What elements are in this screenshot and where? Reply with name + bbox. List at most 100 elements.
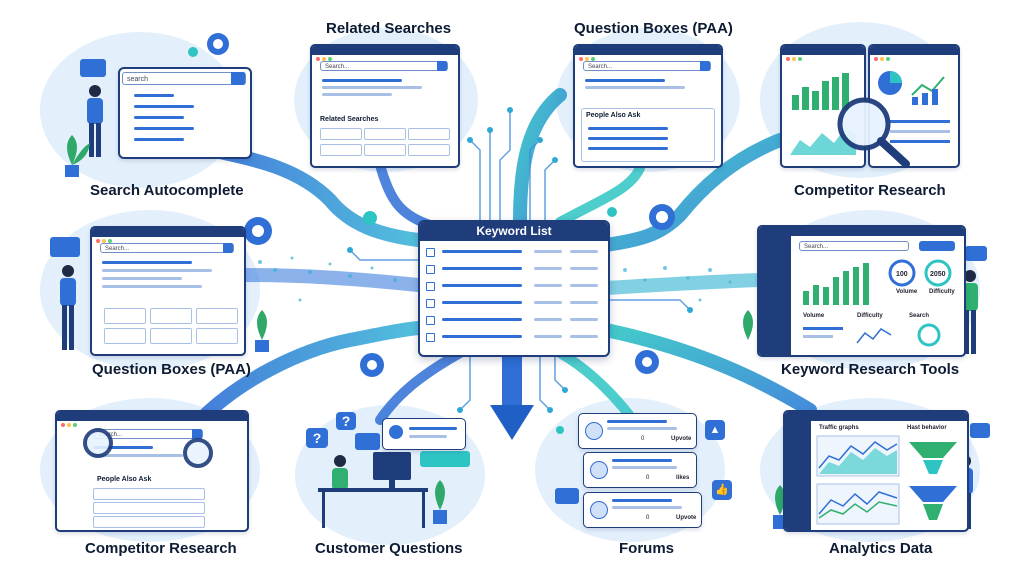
avatar bbox=[389, 425, 403, 439]
keyword-list-window: Keyword List bbox=[418, 220, 610, 357]
tools-search-button[interactable] bbox=[919, 241, 955, 251]
paa-question[interactable] bbox=[588, 137, 668, 140]
post-1-upvote[interactable]: Upvote bbox=[671, 436, 692, 442]
autocomplete-suggestion[interactable] bbox=[134, 116, 184, 119]
paa-question[interactable] bbox=[588, 147, 668, 150]
result-line bbox=[102, 285, 202, 288]
chat-line bbox=[409, 435, 447, 438]
question-boxes-left-window: Search... bbox=[90, 226, 246, 356]
analytics-window: Traffic graphs Hast behavior bbox=[783, 410, 969, 532]
paa-section-title: People Also Ask bbox=[586, 112, 641, 119]
paa-search-placeholder: Search... bbox=[588, 64, 613, 70]
paa-card[interactable] bbox=[196, 328, 238, 344]
paa-card[interactable] bbox=[150, 308, 192, 324]
paa-left-search-input[interactable]: Search... bbox=[100, 243, 234, 253]
chat-bubble-icons bbox=[50, 59, 990, 504]
competitor-paa-item[interactable] bbox=[93, 488, 205, 500]
flow-ribbons bbox=[193, 88, 817, 435]
result-line bbox=[585, 79, 665, 82]
analytics-data-label: Analytics Data bbox=[829, 540, 933, 557]
avatar bbox=[590, 461, 608, 479]
avatar bbox=[585, 422, 603, 440]
related-chip[interactable] bbox=[320, 128, 362, 140]
avatar bbox=[590, 501, 608, 519]
search-icon[interactable] bbox=[700, 61, 710, 71]
related-search-input[interactable]: Search... bbox=[320, 61, 448, 71]
competitor-research-bottom-label: Competitor Research bbox=[85, 540, 237, 557]
tools-sidebar bbox=[759, 236, 791, 355]
keyword-row[interactable] bbox=[426, 263, 602, 275]
result-line bbox=[102, 269, 212, 272]
autocomplete-suggestion[interactable] bbox=[134, 94, 174, 97]
autocomplete-suggestion[interactable] bbox=[134, 127, 194, 130]
post-line bbox=[612, 506, 682, 509]
gauge-1-label: Volume bbox=[896, 289, 918, 295]
competitor-paa-item[interactable] bbox=[93, 516, 205, 528]
keyword-row[interactable] bbox=[426, 314, 602, 326]
paa-search-input[interactable]: Search... bbox=[583, 61, 711, 71]
result-line bbox=[102, 277, 182, 280]
upvote-arrow-icon: ▲ bbox=[705, 420, 725, 440]
keyword-row[interactable] bbox=[426, 246, 602, 258]
related-chip[interactable] bbox=[364, 144, 406, 156]
competitor-research-bottom-window: Search... People Also Ask bbox=[55, 410, 249, 532]
forum-post-3[interactable]: 0 Upvote bbox=[583, 492, 702, 528]
search-icon[interactable] bbox=[231, 72, 245, 85]
competitor-bar-chart bbox=[790, 73, 856, 155]
analytics-sidebar bbox=[785, 421, 811, 530]
keyword-list-title: Keyword List bbox=[420, 222, 608, 241]
traffic-graphs-title: Traffic graphs bbox=[819, 425, 859, 431]
tools-search-input[interactable]: Search... bbox=[799, 241, 909, 251]
paa-card[interactable] bbox=[150, 328, 192, 344]
customer-chat-window bbox=[382, 418, 466, 450]
autocomplete-suggestion[interactable] bbox=[134, 105, 194, 108]
post-line bbox=[612, 466, 677, 469]
paa-card[interactable] bbox=[196, 308, 238, 324]
competitor-research-top-label: Competitor Research bbox=[794, 182, 946, 199]
result-line bbox=[322, 93, 392, 96]
circuit-nodes bbox=[347, 107, 693, 434]
analytics-charts bbox=[816, 435, 957, 525]
keyword-row[interactable] bbox=[426, 297, 602, 309]
keyword-research-tools-label: Keyword Research Tools bbox=[781, 361, 960, 378]
post-3-upvote[interactable]: Upvote bbox=[676, 515, 697, 521]
gauge-2-value: 2050 bbox=[930, 271, 946, 278]
forum-post-1[interactable]: 0 Upvote bbox=[578, 413, 697, 449]
search-icon[interactable] bbox=[437, 61, 447, 71]
result-line bbox=[93, 446, 153, 449]
paa-card[interactable] bbox=[104, 308, 146, 324]
tools-panel-search-title: Search bbox=[909, 313, 930, 319]
paa-question[interactable] bbox=[588, 127, 668, 130]
gear-icons bbox=[188, 33, 675, 377]
related-chip[interactable] bbox=[408, 144, 450, 156]
search-autocomplete-label: Search Autocomplete bbox=[90, 182, 244, 199]
keyword-row[interactable] bbox=[426, 280, 602, 292]
hast-behavior-title: Hast behavior bbox=[907, 425, 947, 431]
autocomplete-search-input[interactable]: search bbox=[122, 72, 246, 85]
competitor-paa-item[interactable] bbox=[93, 502, 205, 514]
search-icon[interactable] bbox=[192, 429, 202, 439]
related-chip[interactable] bbox=[320, 144, 362, 156]
question-boxes-top-window: Search... People Also Ask bbox=[573, 44, 723, 168]
post-2-likes[interactable]: likes bbox=[676, 475, 690, 481]
paa-box: People Also Ask bbox=[581, 108, 715, 162]
related-chip[interactable] bbox=[364, 128, 406, 140]
related-chip[interactable] bbox=[408, 128, 450, 140]
keyword-row[interactable] bbox=[426, 331, 602, 343]
search-icon[interactable] bbox=[223, 243, 233, 253]
forum-post-2[interactable]: 0 likes bbox=[583, 452, 697, 488]
post-3-count: 0 bbox=[646, 515, 650, 521]
question-mark-icon: ? bbox=[336, 412, 356, 430]
result-line bbox=[585, 86, 685, 89]
tools-mini-charts bbox=[803, 323, 941, 347]
autocomplete-suggestion[interactable] bbox=[134, 138, 184, 141]
tools-bar-chart bbox=[803, 259, 952, 305]
question-mark-icon: ? bbox=[306, 428, 328, 448]
paa-card[interactable] bbox=[104, 328, 146, 344]
question-boxes-top-label: Question Boxes (PAA) bbox=[574, 20, 733, 37]
related-search-placeholder: Search... bbox=[325, 64, 350, 70]
magnifier-icon bbox=[183, 438, 213, 468]
forums-label: Forums bbox=[619, 540, 675, 557]
gauge-2-label: Difficulty bbox=[929, 289, 955, 295]
